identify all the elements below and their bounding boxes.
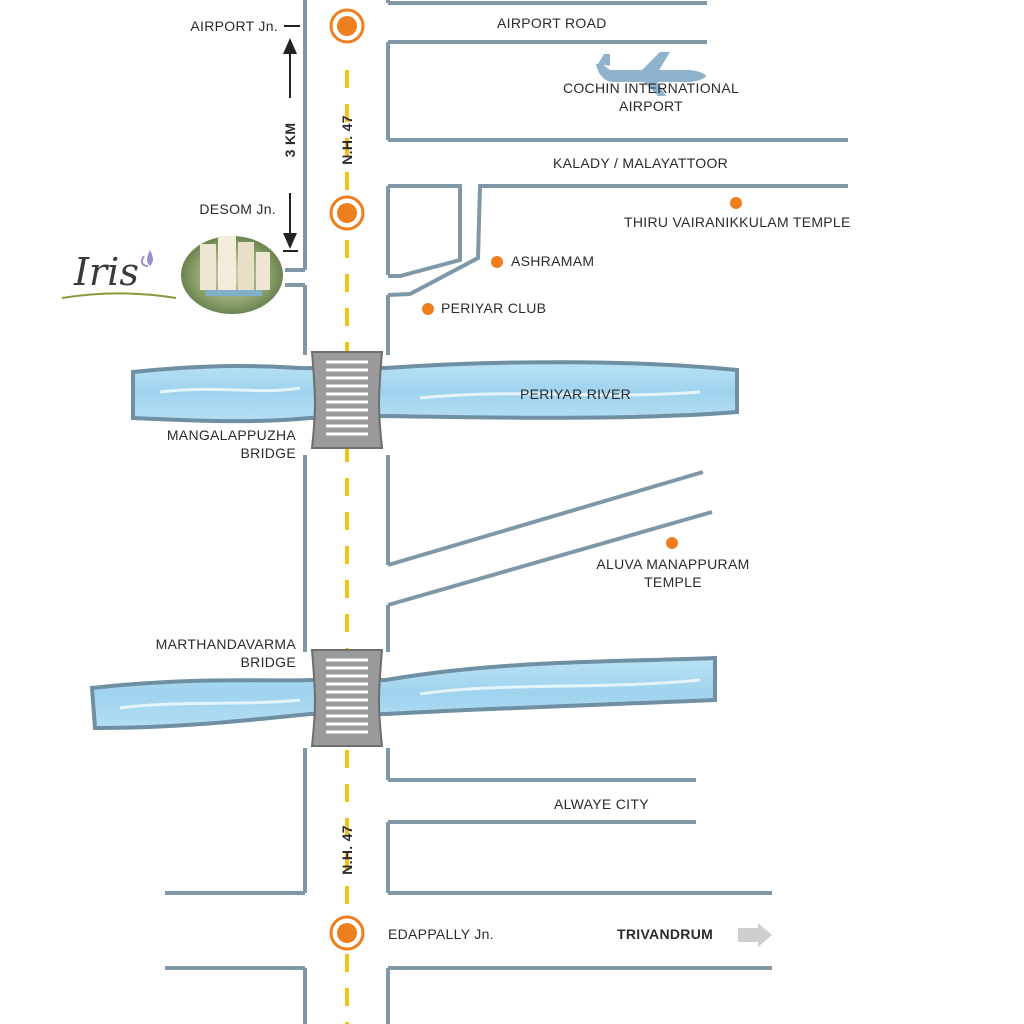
cochin-airport-label-line1: COCHIN INTERNATIONAL [562, 80, 740, 96]
airport-road-label: AIRPORT ROAD [497, 15, 607, 31]
periyar-river-lower [89, 655, 717, 731]
manappuram-temple-label-line2: TEMPLE [644, 574, 702, 590]
ashramam-label: ASHRAMAM [511, 253, 595, 269]
marthandavarma-bridge-label-line1: MARTHANDAVARMA [155, 636, 296, 652]
edappally-junction-label: EDAPPALLY Jn. [388, 926, 494, 942]
mangalappuzha-bridge-label-line2: BRIDGE [240, 445, 296, 461]
national-highway [303, 0, 390, 1024]
landmark-dot-icon [422, 303, 434, 315]
desom-junction-label: DESOM Jn. [199, 201, 276, 217]
landmark-dot-icon [491, 256, 503, 268]
distance-indicator [283, 25, 300, 252]
thiru-temple-label: THIRU VAIRANIKKULAM TEMPLE [624, 214, 851, 230]
highway-label-north: N.H. 47 [339, 115, 355, 165]
landmark-dot-icon [730, 197, 742, 209]
marthandavarma-bridge [310, 649, 384, 747]
trivandrum-label: TRIVANDRUM [617, 926, 714, 942]
marthandavarma-bridge-label-line2: BRIDGE [240, 654, 296, 670]
junction-marker-icon [329, 915, 365, 951]
manappuram-temple-label-line1: ALUVA MANAPPURAM [596, 556, 750, 572]
periyar-river-upper [131, 360, 739, 424]
cochin-airport-label-line2: AIRPORT [618, 98, 684, 114]
highway-label-south: N.H. 47 [339, 825, 355, 875]
distance-label: 3 KM [282, 122, 298, 158]
kalady-road-label: KALADY / MALAYATTOOR [553, 155, 729, 171]
landmark-dot-icon [666, 537, 678, 549]
junction-marker-icon [329, 195, 365, 231]
building-photo-icon [179, 234, 285, 316]
project-logo: Iris [74, 250, 139, 294]
junction-marker-icon [329, 8, 365, 44]
airport-junction-label: AIRPORT Jn. [190, 18, 278, 34]
airplane-icon [596, 52, 706, 96]
side-roads [165, 1, 848, 970]
alwaye-city-label: ALWAYE CITY [554, 796, 649, 812]
mangalappuzha-bridge [310, 351, 384, 449]
periyar-river-label: PERIYAR RIVER [520, 386, 631, 402]
iris-logo-swash [61, 250, 177, 299]
mangalappuzha-bridge-label-line1: MANGALAPPUZHA [166, 427, 296, 443]
arrow-right-icon [738, 923, 772, 947]
periyar-club-label: PERIYAR CLUB [441, 300, 547, 316]
